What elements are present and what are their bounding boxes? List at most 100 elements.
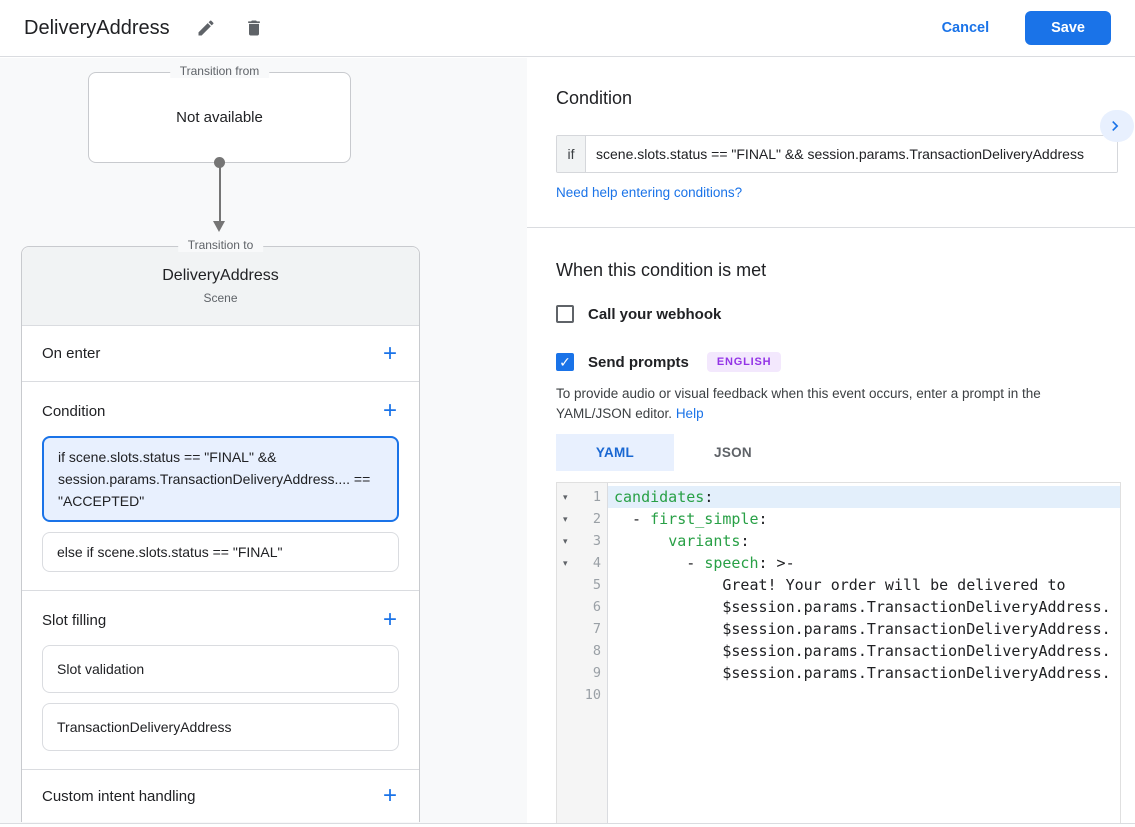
main-area: Transition from Not available Transition… bbox=[0, 58, 1135, 827]
fold-toggle-icon[interactable]: ▾ bbox=[563, 536, 568, 546]
fold-cell: ▾ bbox=[557, 552, 582, 574]
condition-section: Condition + if scene.slots.status == "FI… bbox=[22, 382, 419, 591]
line-number: 1 bbox=[592, 489, 601, 505]
slot-card[interactable]: TransactionDeliveryAddress bbox=[42, 703, 399, 751]
top-bar: DeliveryAddress Cancel Save bbox=[0, 0, 1135, 57]
fold-cell bbox=[557, 684, 582, 706]
transition-from-label: Transition from bbox=[169, 64, 270, 78]
code-line: $session.params.TransactionDeliveryAddre… bbox=[614, 620, 1111, 638]
scene-card-header: DeliveryAddress Scene bbox=[22, 247, 419, 326]
plus-icon: + bbox=[382, 339, 397, 367]
fold-cell bbox=[557, 596, 582, 618]
scene-type-label: Scene bbox=[203, 291, 238, 305]
fold-toggle-icon[interactable]: ▾ bbox=[563, 558, 568, 568]
fold-cell bbox=[557, 640, 582, 662]
code-line: $session.params.TransactionDeliveryAddre… bbox=[614, 642, 1111, 660]
plus-icon: + bbox=[382, 606, 397, 633]
condition-panel-header: Condition bbox=[556, 88, 1134, 142]
fold-cell: ▾ bbox=[557, 530, 582, 552]
page-title: DeliveryAddress bbox=[24, 16, 170, 39]
edit-scene-button[interactable] bbox=[194, 16, 218, 40]
code-line: variants: bbox=[668, 532, 750, 550]
line-number: 6 bbox=[592, 599, 601, 615]
trash-icon bbox=[244, 18, 264, 38]
delete-scene-button[interactable] bbox=[242, 16, 266, 40]
fold-cell bbox=[557, 662, 582, 684]
line-number: 10 bbox=[584, 687, 601, 703]
send-prompts-checkbox-label: Send prompts bbox=[588, 353, 689, 371]
line-number-gutter: 1 2 3 4 5 6 7 8 9 10 bbox=[582, 483, 608, 827]
call-webhook-checkbox-row[interactable]: Call your webhook bbox=[556, 305, 1117, 323]
top-bar-right: Cancel Save bbox=[942, 11, 1111, 45]
line-number: 2 bbox=[592, 511, 601, 527]
save-button[interactable]: Save bbox=[1025, 11, 1111, 45]
webhook-checkbox[interactable] bbox=[556, 305, 574, 323]
scene-name: DeliveryAddress bbox=[162, 267, 279, 284]
code-line: - speech: >- bbox=[614, 554, 795, 572]
send-prompts-checkbox[interactable]: ✓ bbox=[556, 353, 574, 371]
condition-expression-field: if bbox=[556, 135, 1118, 173]
plus-icon: + bbox=[382, 397, 397, 424]
custom-intent-title: Custom intent handling bbox=[42, 787, 196, 805]
line-number: 7 bbox=[592, 621, 601, 637]
line-number: 5 bbox=[592, 577, 601, 593]
tab-yaml[interactable]: YAML bbox=[556, 434, 674, 471]
send-prompts-checkbox-row[interactable]: ✓ Send prompts ENGLISH bbox=[556, 352, 1117, 372]
fold-toggle-icon[interactable]: ▾ bbox=[563, 514, 568, 524]
transition-to-card: Transition to DeliveryAddress Scene On e… bbox=[21, 238, 420, 822]
transition-from-box: Transition from Not available bbox=[88, 64, 351, 163]
condition-card-selected[interactable]: if scene.slots.status == "FINAL" && sess… bbox=[42, 436, 399, 522]
if-prefix-label: if bbox=[557, 136, 586, 172]
bottom-strip bbox=[0, 823, 1135, 827]
collapse-panel-button[interactable] bbox=[1100, 110, 1134, 142]
prompt-description-text: To provide audio or visual feedback when… bbox=[556, 386, 1041, 421]
transition-to-label: Transition to bbox=[177, 238, 264, 252]
condition-help-link[interactable]: Need help entering conditions? bbox=[556, 185, 743, 200]
code-line: Great! Your order will be delivered to bbox=[614, 576, 1066, 594]
add-condition-button[interactable]: + bbox=[381, 399, 399, 423]
language-badge: ENGLISH bbox=[706, 352, 782, 372]
slot-filling-section: Slot filling + Slot validation Transacti… bbox=[22, 591, 419, 770]
fold-gutter: ▾ ▾ ▾ ▾ bbox=[557, 483, 582, 827]
chevron-right-icon bbox=[1100, 116, 1125, 136]
section-divider bbox=[527, 227, 1135, 228]
arrow-head-icon bbox=[213, 221, 225, 232]
top-bar-left: DeliveryAddress bbox=[24, 16, 266, 40]
transition-from-value: Not available bbox=[176, 109, 263, 126]
line-number: 4 bbox=[592, 555, 601, 571]
condition-card[interactable]: else if scene.slots.status == "FINAL" bbox=[42, 532, 399, 572]
condition-section-title: Condition bbox=[42, 402, 106, 420]
code-line: - first_simple: bbox=[614, 510, 768, 528]
code-line: $session.params.TransactionDeliveryAddre… bbox=[614, 664, 1111, 682]
condition-expression-input[interactable] bbox=[586, 136, 1117, 172]
code-area[interactable]: candidates: - first_simple: variants: - … bbox=[608, 483, 1120, 827]
fold-toggle-icon[interactable]: ▾ bbox=[563, 492, 568, 502]
slot-validation-card[interactable]: Slot validation bbox=[42, 645, 399, 693]
arrow-line bbox=[218, 166, 221, 222]
add-custom-intent-button[interactable]: + bbox=[381, 784, 399, 808]
fold-cell: ▾ bbox=[557, 508, 582, 530]
pencil-icon bbox=[196, 18, 216, 38]
code-line: candidates: bbox=[608, 486, 1120, 508]
add-on-enter-button[interactable]: + bbox=[381, 341, 399, 365]
fold-cell: ▾ bbox=[557, 486, 582, 508]
help-link[interactable]: Help bbox=[675, 406, 704, 421]
slot-filling-title: Slot filling bbox=[42, 611, 107, 629]
add-slot-button[interactable]: + bbox=[381, 608, 399, 632]
plus-icon: + bbox=[382, 782, 397, 809]
line-number: 3 bbox=[592, 533, 601, 549]
prompt-description: To provide audio or visual feedback when… bbox=[556, 384, 1112, 424]
code-line: $session.params.TransactionDeliveryAddre… bbox=[614, 598, 1111, 616]
fold-cell bbox=[557, 618, 582, 640]
scene-flow-panel: Transition from Not available Transition… bbox=[0, 58, 527, 827]
line-number: 8 bbox=[592, 643, 601, 659]
editor-format-tabs: YAML JSON bbox=[556, 434, 1117, 471]
code-editor[interactable]: ▾ ▾ ▾ ▾ 1 2 3 4 5 6 7 8 9 10 candidates: - first_sim… bbox=[556, 482, 1121, 827]
line-number: 9 bbox=[592, 665, 601, 681]
tab-json[interactable]: JSON bbox=[714, 445, 752, 460]
on-enter-section[interactable]: On enter + bbox=[22, 326, 419, 382]
checkmark-icon: ✓ bbox=[559, 354, 571, 370]
cancel-button[interactable]: Cancel bbox=[941, 20, 990, 36]
condition-panel-title: Condition bbox=[556, 88, 633, 108]
custom-intent-section[interactable]: Custom intent handling + bbox=[22, 770, 419, 822]
